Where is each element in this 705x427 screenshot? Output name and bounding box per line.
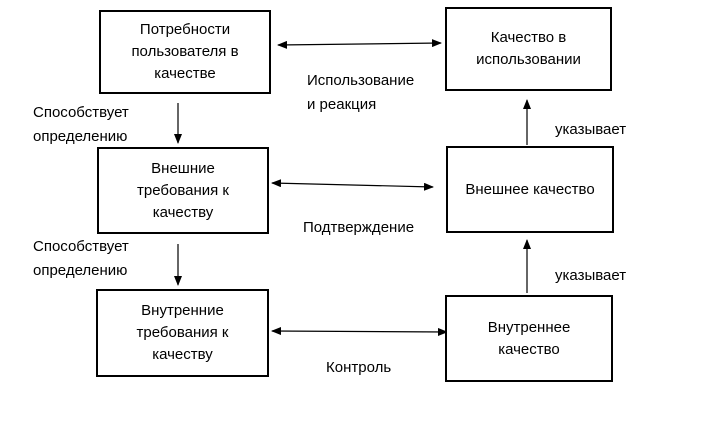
box-internal-quality: Внутреннее качество: [445, 295, 613, 382]
label-use-feedback: Использование и реакция: [307, 72, 415, 113]
box-external-quality: Внешнее качество: [446, 146, 614, 233]
box-internal-requirements: Внутренние требования к качеству: [96, 289, 269, 377]
arrow-intreq-to-intq: [271, 327, 448, 336]
label-contributes-2: Способствует определению: [33, 238, 129, 279]
box-quality-in-use-label: Качество в использовании: [476, 29, 581, 68]
box-user-needs: Потребности пользователя в качестве: [99, 10, 271, 94]
label-indicates-1: указывает: [555, 121, 627, 138]
box-user-needs-label: Потребности пользователя в качестве: [131, 21, 239, 82]
box-external-requirements: Внешние требования к качеству: [97, 147, 269, 234]
arrow-extreq-to-extq: [271, 179, 434, 191]
box-internal-requirements-label: Внутренние требования к качеству: [136, 302, 229, 363]
label-validation: Подтверждение: [303, 219, 415, 236]
box-internal-quality-label: Внутреннее качество: [487, 318, 571, 358]
box-external-quality-label: Внешнее качество: [465, 180, 595, 198]
box-quality-in-use: Качество в использовании: [445, 7, 612, 91]
arrow-needs-to-use: [277, 39, 442, 49]
label-indicates-2: указывает: [555, 267, 627, 284]
box-external-requirements-label: Внешние требования к качеству: [137, 159, 229, 221]
label-contributes-1: Способствует определению: [33, 104, 129, 145]
label-verification: Контроль: [326, 359, 392, 376]
